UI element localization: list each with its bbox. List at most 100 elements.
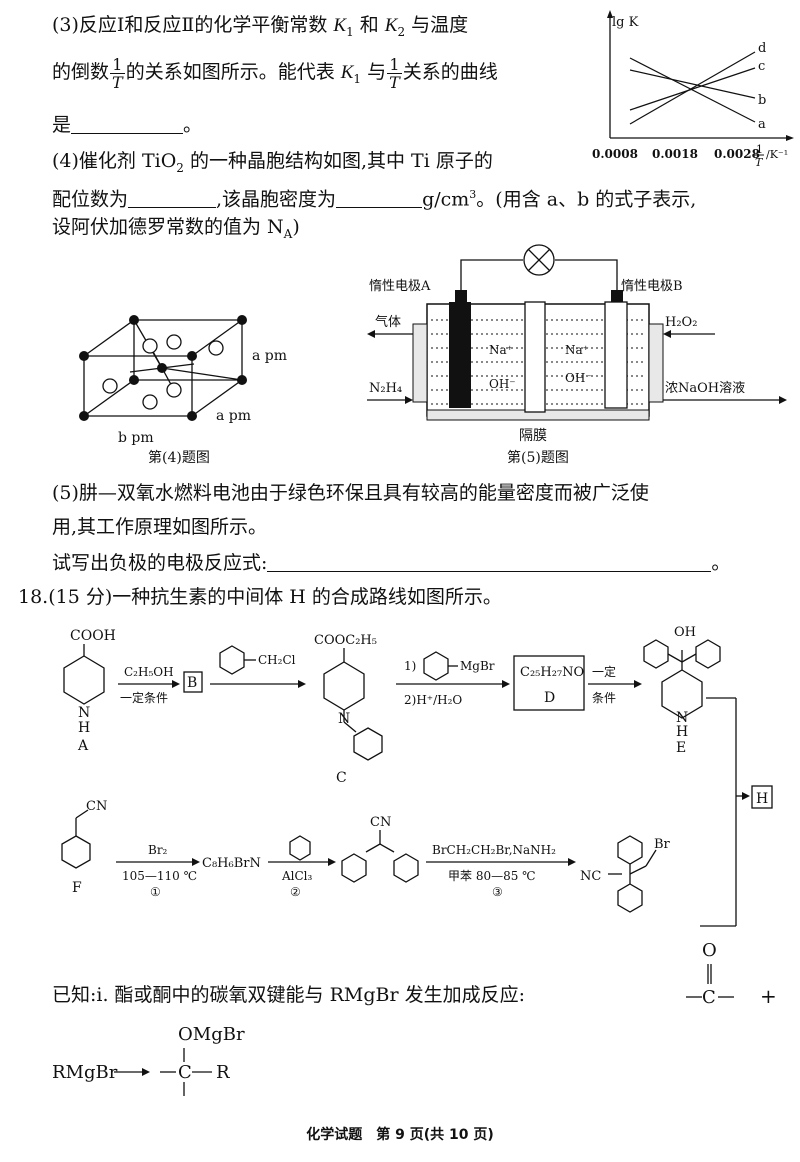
svg-text:N: N (676, 710, 688, 726)
label-d: D (544, 690, 555, 706)
xlabel-unit: /K⁻¹ (766, 148, 788, 161)
cell-b-bottom: b pm (118, 430, 154, 446)
label-e: E (676, 740, 686, 756)
xlabel-num: 1 (756, 143, 763, 156)
label-b: B (187, 675, 197, 691)
label-c: C (336, 770, 347, 786)
svg-text:105—110 ℃: 105—110 ℃ (122, 869, 197, 883)
battery-caption: 第(5)题图 (507, 449, 569, 466)
svg-text:AlCl₃: AlCl₃ (281, 869, 313, 883)
svg-text:③: ③ (492, 885, 503, 899)
cell-a-top: a pm (252, 348, 287, 364)
curve-label-d: d (758, 41, 766, 56)
fuel-cell-figure: 惰性电极A 惰性电极B Na⁺ Na⁺ OH⁻ OH⁻ 气体 N₂H₄ H₂O₂… (367, 244, 787, 466)
page-footer: 化学试题 第 9 页(共 10 页) (306, 1127, 494, 1143)
svg-text:NC: NC (580, 869, 601, 884)
o-atoms (102, 334, 224, 410)
curve-a-line-down (629, 57, 756, 123)
svg-text:O: O (702, 940, 717, 961)
q4-line3: 设阿伏加德罗常数的值为 NA) (52, 216, 300, 241)
svg-text:一定条件: 一定条件 (120, 690, 168, 705)
electrode-a-plate (449, 302, 471, 408)
svg-text:Br₂: Br₂ (148, 843, 168, 857)
label-a: A (77, 738, 89, 754)
cell-caption: 第(4)题图 (148, 449, 210, 466)
svg-text:甲苯 80—85 ℃: 甲苯 80—85 ℃ (448, 869, 536, 883)
label-gas: 气体 (375, 314, 401, 330)
svg-text:N: N (78, 705, 90, 721)
q5-line1: (5)肼—双氧水燃料电池由于绿色环保且具有较高的能量密度而被广泛使 (52, 482, 649, 504)
svg-text:1): 1) (404, 659, 416, 673)
ti-atoms (79, 315, 247, 421)
lgk-graph: lg K d c b a 0.0008 0.0018 0.0028 1 T /K… (592, 10, 794, 169)
svg-text:OH: OH (674, 625, 696, 640)
svg-text:CN: CN (370, 815, 391, 830)
q4-line1: (4)催化剂 TiO2 的一种晶胞结构如图,其中 Ti 原子的 (52, 150, 493, 175)
label-electrode-b: 惰性电极B (621, 279, 683, 294)
label-electrode-a: 惰性电极A (369, 279, 431, 294)
cell-a-side: a pm (216, 408, 251, 424)
svg-text:COOH: COOH (70, 628, 116, 644)
svg-text:R: R (216, 1062, 230, 1083)
label-n2h4: N₂H₄ (369, 381, 402, 396)
label-naoh: 浓NaOH溶液 (665, 381, 745, 396)
svg-text:C: C (702, 987, 716, 1008)
svg-text:一定: 一定 (592, 664, 616, 679)
synthesis-scheme: COOH N H A C₂H₅OH 一定条件 B CH₂Cl COOC₂H₅ N… (61, 625, 773, 927)
xtick-3: 0.0028 (714, 147, 760, 161)
curve-label-b: b (758, 93, 766, 108)
curve-label-c: c (758, 59, 765, 74)
xtick-2: 0.0018 (652, 147, 698, 161)
svg-text:Na⁺: Na⁺ (565, 343, 589, 357)
svg-text:N: N (338, 711, 350, 727)
svg-text:C₂₅H₂₇NO: C₂₅H₂₇NO (520, 665, 584, 680)
svg-text:RMgBr: RMgBr (52, 1062, 118, 1083)
label-h2o2: H₂O₂ (665, 315, 697, 330)
grignard-equation: O C + RMgBr OMgBr C R (52, 940, 777, 1096)
q5-line2: 用,其工作原理如图所示。 (52, 516, 268, 538)
svg-text:2)H⁺/H₂O: 2)H⁺/H₂O (404, 693, 462, 707)
answer-blank-coordination[interactable] (128, 185, 217, 209)
svg-text:H: H (78, 720, 90, 736)
label-h: H (756, 791, 768, 807)
known-line1: 已知:ⅰ. 酯或酮中的碳氧双键能与 RMgBr 发生加成反应: (52, 984, 526, 1006)
svg-text:H: H (676, 724, 688, 740)
q3-line1: (3)反应Ⅰ和反应Ⅱ的化学平衡常数 K1 和 K2 与温度 (52, 14, 469, 39)
svg-text:OH⁻: OH⁻ (565, 371, 592, 385)
curve-c-line (629, 67, 756, 111)
label-f: F (72, 880, 82, 896)
svg-text:C₈H₆BrN: C₈H₆BrN (202, 856, 261, 871)
svg-text:CN: CN (86, 799, 107, 814)
electrode-b-plate (604, 301, 628, 409)
answer-blank-density[interactable] (336, 185, 423, 209)
q5-line3: 试写出负极的电极反应式:。 (52, 548, 730, 578)
q18-title: 18.(15 分)一种抗生素的中间体 H 的合成路线如图所示。 (18, 586, 502, 608)
svg-text:COOC₂H₅: COOC₂H₅ (314, 633, 377, 648)
membrane (524, 301, 546, 413)
curve-b-line (629, 69, 756, 99)
xlabel-den: T (755, 156, 764, 169)
curve-label-a: a (758, 117, 766, 132)
svg-text:CH₂Cl: CH₂Cl (258, 653, 296, 667)
svg-text:MgBr: MgBr (460, 659, 495, 673)
q3-line3: 是。 (52, 110, 202, 140)
svg-text:C: C (178, 1062, 192, 1083)
label-membrane: 隔膜 (519, 428, 547, 444)
svg-text:OH⁻: OH⁻ (489, 377, 516, 391)
svg-text:①: ① (150, 885, 161, 899)
svg-text:Na⁺: Na⁺ (489, 343, 513, 357)
curve-d-line-up (629, 51, 756, 125)
svg-text:BrCH₂CH₂Br,NaNH₂: BrCH₂CH₂Br,NaNH₂ (432, 843, 556, 857)
svg-text:②: ② (290, 885, 301, 899)
svg-text:条件: 条件 (592, 691, 616, 705)
answer-blank-electrode-equation[interactable] (267, 549, 712, 572)
svg-text:Br: Br (654, 837, 671, 852)
svg-text:+: + (760, 984, 777, 1008)
xtick-1: 0.0008 (592, 147, 638, 161)
graph-ylabel: lg K (612, 15, 639, 30)
answer-blank-curve[interactable] (71, 111, 184, 134)
